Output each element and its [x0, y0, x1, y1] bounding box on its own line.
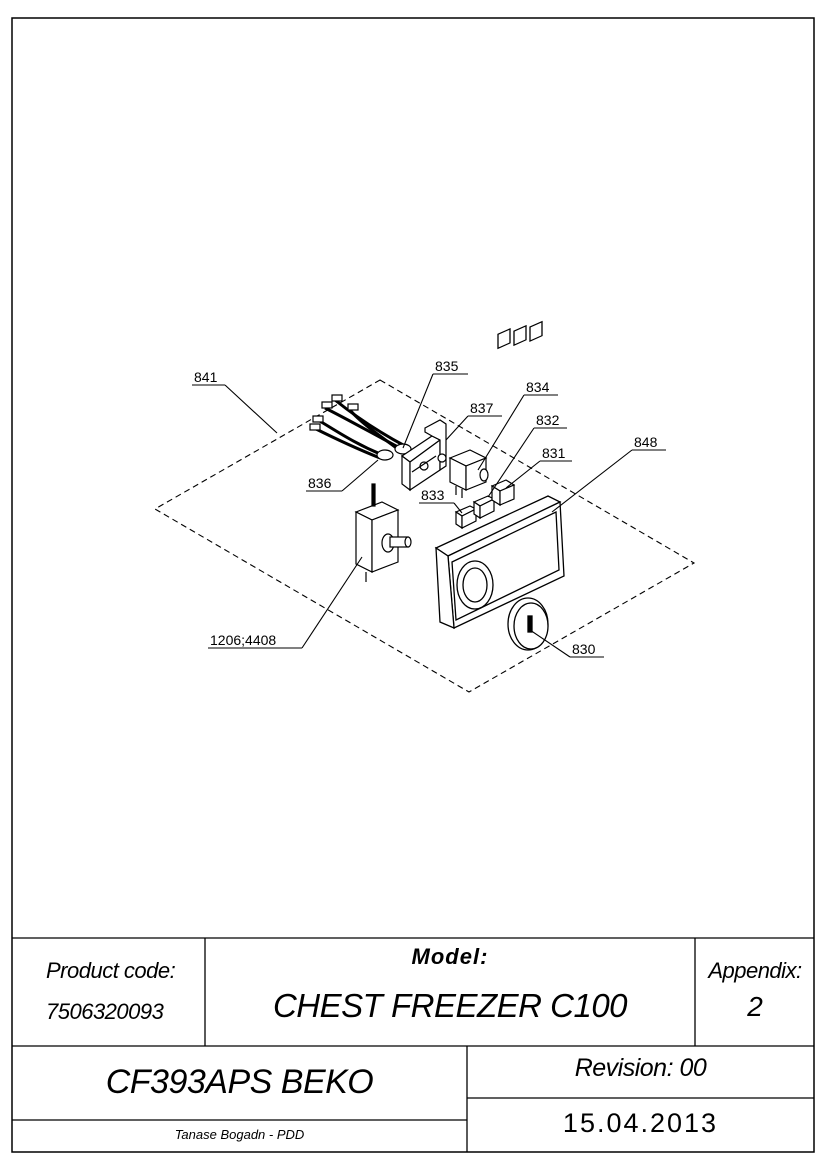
model-value: CHEST FREEZER C100: [272, 987, 628, 1024]
part-label-836: 836: [308, 475, 332, 491]
sheet-border: [11, 17, 815, 1153]
part-label-831: 831: [542, 445, 566, 461]
part-label-830: 830: [572, 641, 596, 657]
author: Tanase Bogadn - PDD: [174, 1127, 305, 1142]
product-variant: CF393APS BEKO: [105, 1063, 374, 1101]
control-panel-part: [434, 320, 565, 630]
appendix-label: Appendix:: [708, 958, 802, 983]
part-label-833: 833: [421, 487, 445, 503]
revision-label: Revision: 00: [574, 1054, 707, 1082]
switch-part: [448, 449, 489, 498]
appendix-value: 2: [747, 991, 763, 1022]
part-label-841: 841: [194, 369, 218, 385]
part-label-837: 837: [470, 400, 494, 416]
part-label-1206-4408: 1206;4408: [210, 632, 276, 648]
assembly-boundary: [153, 379, 696, 693]
product-code-label: Product code:: [46, 958, 176, 983]
part-label-832: 832: [536, 412, 560, 428]
title-block-grid: [12, 937, 814, 1152]
part-label-848: 848: [634, 434, 658, 450]
revision-date: 15.04.2013: [562, 1108, 719, 1138]
button-caps-part: [454, 479, 516, 530]
part-label-834: 834: [526, 379, 550, 395]
lamp-holder-part: [400, 419, 447, 492]
product-code-value: 7506320093: [46, 999, 164, 1024]
thermostat-part: [354, 483, 412, 582]
leader-lines: [192, 373, 666, 658]
wire-harness-part: [309, 394, 412, 461]
knob-part: [507, 597, 549, 651]
model-label: Model:: [411, 944, 489, 969]
part-label-835: 835: [435, 358, 459, 374]
